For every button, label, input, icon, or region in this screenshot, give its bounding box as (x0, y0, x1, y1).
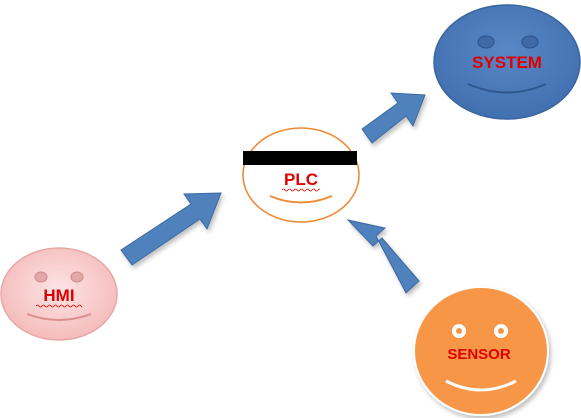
system-node: SYSTEM (433, 4, 581, 120)
sensor-label: SENSOR (447, 346, 511, 363)
hmi-right-eye-icon (70, 271, 84, 283)
hmi-node: HMI (0, 247, 118, 341)
system-label: SYSTEM (472, 53, 542, 72)
system-right-eye-icon (521, 35, 539, 49)
hmi-label: HMI (43, 286, 74, 305)
hmi-smile-icon (26, 313, 92, 321)
arrow-plc-to-system (361, 92, 426, 144)
plc-smile-icon (269, 195, 333, 204)
plc-black-bar (243, 151, 357, 165)
arrow-sensor-to-plc (346, 219, 420, 294)
system-smile-icon (467, 83, 547, 94)
sensor-smile-icon (445, 379, 517, 392)
system-left-eye-icon (477, 35, 495, 49)
sensor-node: SENSOR (413, 286, 549, 416)
hmi-left-eye-icon (34, 271, 48, 283)
plc-spellcheck-underline (282, 188, 320, 192)
plc-label: PLC (284, 170, 318, 189)
hmi-spellcheck-underline (36, 304, 82, 308)
plc-node: PLC (242, 127, 360, 223)
arrow-hmi-to-plc (120, 192, 222, 266)
